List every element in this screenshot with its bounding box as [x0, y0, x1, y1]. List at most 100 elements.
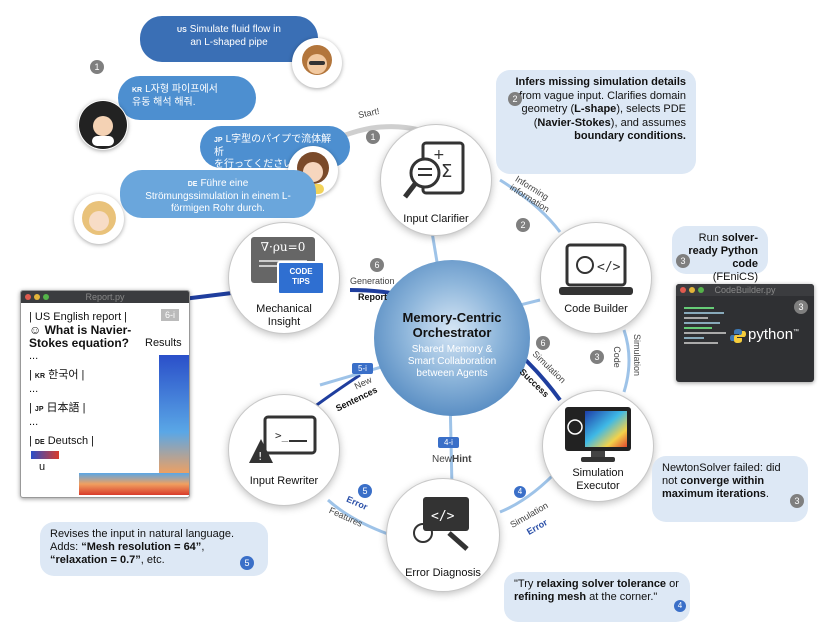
codebuilder-window-title: CodeBuilder.py	[714, 285, 776, 295]
step-3-badge-solver: 3	[790, 494, 804, 508]
agent-mechanical-insight[interactable]: ∇·ρu=0 CODE TIPS Mechanical Insight	[228, 222, 340, 334]
note-clarifier-bold2: L-shape	[574, 103, 617, 115]
report-line-jp: | JP 日本語 |	[29, 402, 86, 414]
note-rewriter-text1: Revises the input in natural language. A…	[50, 528, 235, 553]
note-rewriter-bold2: “relaxation = 0.7”	[50, 554, 141, 566]
note-solver-failed: NewtonSolver failed: did not converge wi…	[652, 456, 808, 522]
us-request-line2: an L-shaped pipe	[190, 37, 268, 48]
agent-sim-label-1: Simulation	[572, 467, 624, 479]
new-hint-hint: Hint	[452, 454, 472, 465]
agent-input-clarifier[interactable]: + Σ Input Clarifier	[380, 124, 492, 236]
report-de-code: DE	[34, 439, 45, 446]
country-code-de: DE	[187, 181, 198, 188]
report-colorbar-label: u	[39, 461, 46, 473]
edge-label-code: Code	[611, 346, 622, 368]
report-kr-code: KR	[34, 373, 46, 380]
note-diagnosis-text3: at the corner."	[586, 591, 658, 603]
note-codebuilder-bold1: solver-ready Python code	[688, 232, 758, 270]
note-rewriter-text3: , etc.	[140, 554, 165, 566]
report-line-kr: | KR 한국어 |	[29, 369, 85, 381]
step-1-badge: 1	[366, 130, 380, 144]
note-clarifier-text1: from vague input. Clarifies domain geome…	[519, 89, 686, 116]
note-rewriter-text2: ,	[201, 541, 205, 553]
report-jp-code: JP	[34, 406, 44, 413]
magnifier-document-icon: + Σ	[403, 141, 465, 199]
report-maximize-dot-icon[interactable]	[43, 294, 49, 300]
new-hint-new: New	[432, 454, 453, 465]
agent-simulation-executor-label: Simulation Executor	[543, 467, 653, 493]
codebuilder-window-titlebar: CodeBuilder.py	[676, 284, 814, 296]
code-tips-line1: CODE	[289, 267, 313, 276]
step-5-badge: 5	[358, 484, 372, 498]
report-window: Report.py 6-i | US English report | ☺ Wh…	[20, 290, 190, 498]
python-text: python	[748, 326, 794, 343]
smiley-icon: ☺	[29, 323, 45, 337]
step-4-badge-note: 4	[674, 600, 686, 612]
step-5-badge-note: 5	[240, 556, 254, 570]
python-tm: ™	[793, 329, 800, 335]
step-4i-tag: 4-i	[438, 437, 459, 448]
agent-sim-label-2: Executor	[576, 480, 620, 492]
orchestrator-hub-shape	[374, 260, 530, 416]
hub-sub-1: Shared Memory &	[411, 344, 493, 355]
report-results-heatmap	[159, 355, 189, 495]
step-2-badge: 2	[516, 218, 530, 232]
code-tips-line2: TIPS	[292, 277, 310, 286]
jp-request-line2: を行ってください。	[214, 159, 304, 170]
agent-mech-label-1: Mechanical	[256, 303, 312, 315]
hub-sub-2: Smart Collaboration	[407, 356, 497, 367]
us-request-line1: Simulate fluid flow in	[189, 24, 281, 35]
note-clarifier-text3: ), and assumes	[610, 116, 686, 129]
kr-request-line1: L자형 파이프에서	[145, 84, 218, 95]
note-solver-text2: .	[765, 488, 769, 500]
close-dot-icon[interactable]	[680, 287, 686, 293]
laptop-code-icon: </>	[559, 243, 633, 295]
step-3-badge-note: 3	[676, 254, 690, 268]
hub-title-2: Orchestrator	[412, 325, 492, 340]
orchestrator-hub[interactable]: Memory-Centric Orchestrator Shared Memor…	[374, 298, 530, 388]
step-1-badge-left: 1	[90, 60, 104, 74]
note-clarifier-text2: ), selects PDE (	[533, 103, 686, 129]
hub-title-1: Memory-Centric	[402, 310, 502, 325]
formula-text: ∇·ρu=0	[260, 240, 306, 254]
note-clarifier-bold3: Navier-Stokes	[537, 116, 611, 129]
python-logo-icon	[730, 329, 746, 343]
minimize-dot-icon[interactable]	[689, 287, 695, 293]
edge-label-report: Report	[358, 292, 387, 302]
monitor-simulation-icon	[565, 407, 631, 462]
report-results-heatmap-bottom	[79, 473, 189, 495]
note-clarifier-bold1: Infers missing simulation details	[515, 76, 686, 88]
code-wrench-icon: </>	[413, 497, 469, 551]
country-code-jp: JP	[214, 137, 223, 144]
rewrite-warning-icon: >_ !	[249, 415, 317, 463]
report-line-de: | DE Deutsch |	[29, 435, 94, 447]
de-request-line1: Führe eine	[200, 178, 249, 189]
agent-error-diagnosis-label: Error Diagnosis	[405, 567, 481, 579]
svg-text:+: +	[433, 147, 445, 163]
agent-code-builder[interactable]: </> Code Builder	[540, 222, 652, 334]
step-6-badge-top: 6	[370, 258, 384, 272]
hub-sub-3: between Agents	[416, 368, 488, 379]
agent-input-clarifier-label: Input Clarifier	[403, 213, 469, 225]
kr-request-line2: 유동 해석 해줘.	[132, 97, 196, 108]
report-content: | US English report | ☺ What is Navier- …	[29, 311, 157, 449]
note-clarifier-bold4: boundary conditions.	[574, 130, 686, 142]
country-code-us: US	[177, 27, 187, 34]
report-close-dot-icon[interactable]	[25, 294, 31, 300]
svg-text:Σ: Σ	[441, 161, 452, 182]
svg-text:!: !	[258, 450, 262, 463]
report-ellipsis-1: ...	[29, 350, 39, 362]
svg-text:</>: </>	[597, 260, 621, 275]
maximize-dot-icon[interactable]	[698, 287, 704, 293]
codebuilder-window: CodeBuilder.py python™ 3	[676, 284, 814, 382]
step-2-badge-note: 2	[508, 92, 522, 106]
agent-input-rewriter[interactable]: >_ ! Input Rewriter	[228, 394, 340, 506]
report-ellipsis-3: ...	[29, 416, 39, 428]
agent-error-diagnosis[interactable]: </> Error Diagnosis	[386, 478, 500, 592]
report-minimize-dot-icon[interactable]	[34, 294, 40, 300]
agent-simulation-executor[interactable]: Simulation Executor	[542, 390, 654, 502]
avatar-de	[74, 194, 124, 244]
